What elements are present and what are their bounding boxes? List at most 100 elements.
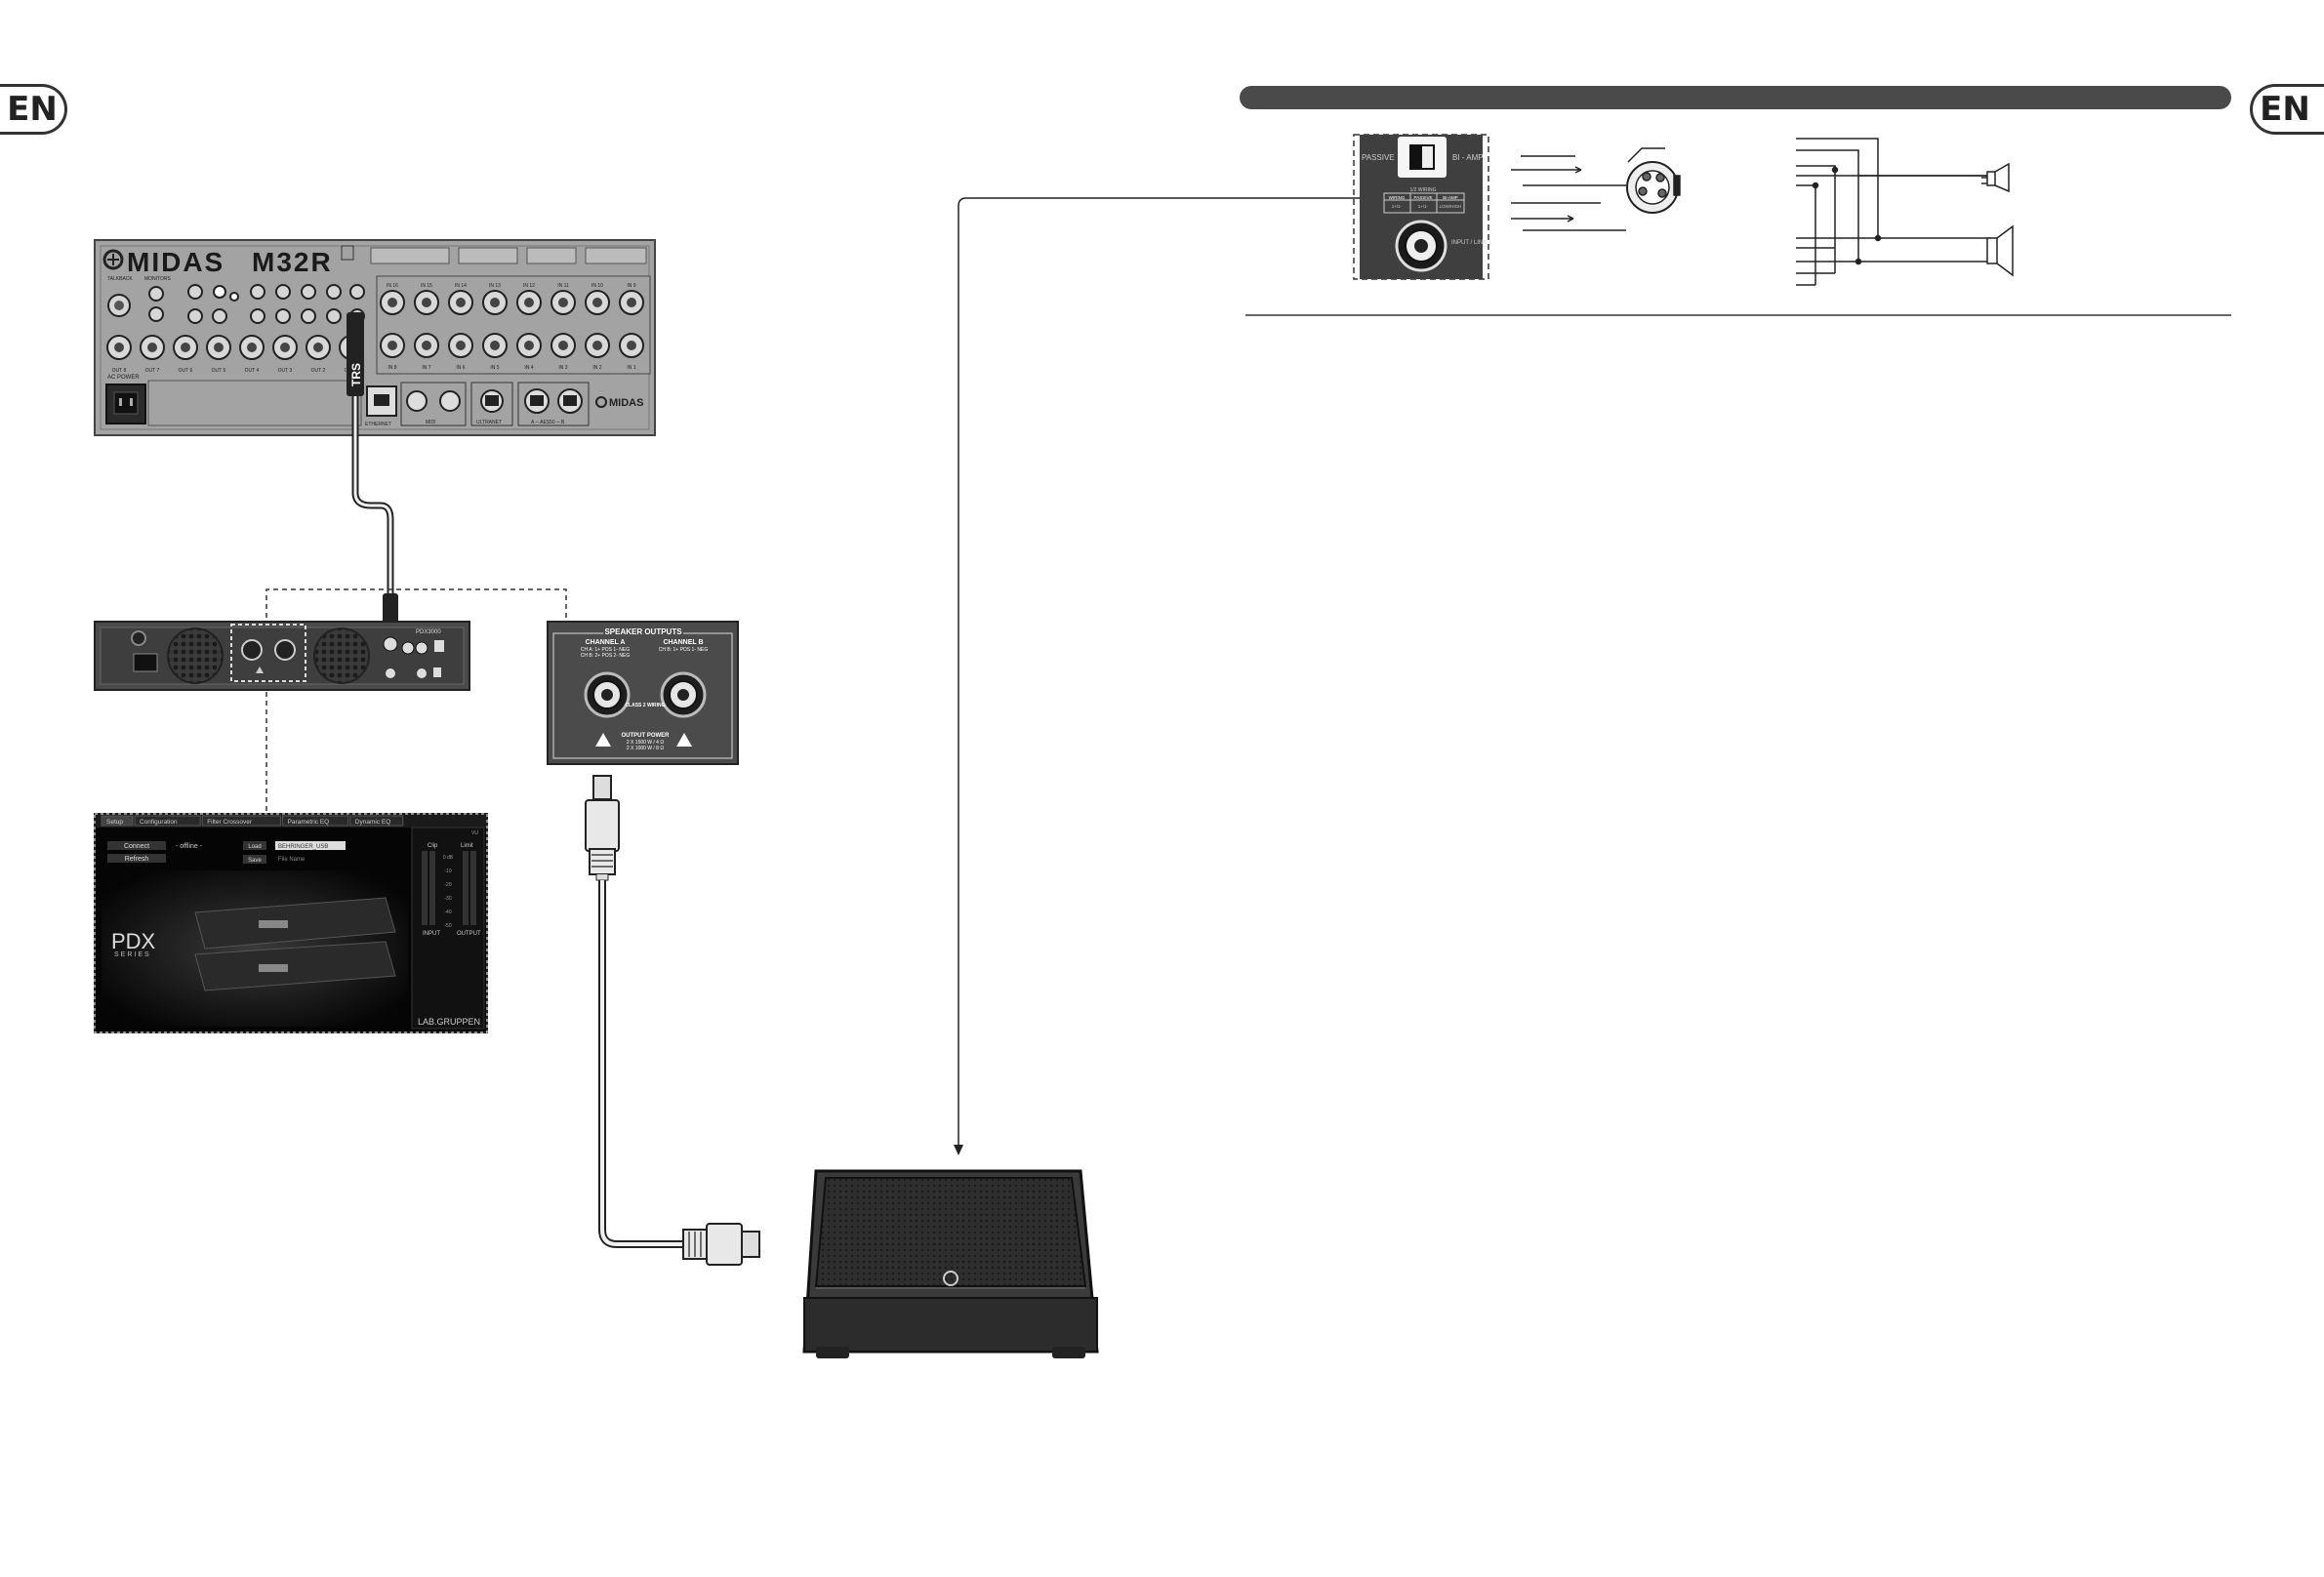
meter-scale-label: -30	[444, 896, 451, 902]
ultranet-port-icon: ULTRANET	[470, 382, 513, 426]
input-label: IN 2	[592, 365, 601, 371]
mixer-model: M32R	[252, 247, 333, 277]
meter-limit-label: Limit	[461, 843, 473, 849]
biamp-header: BI-AMP	[1443, 195, 1458, 200]
wiring-value: 1+/1-	[1392, 204, 1403, 209]
mixer-rear-panel: MIDAS M32R TALKBACK MONITORS	[94, 239, 656, 436]
talkback-label: TALKBACK	[107, 276, 133, 282]
software-tab[interactable]	[282, 815, 349, 827]
file-name-value: BEHRINGER_USB	[278, 844, 328, 850]
xlr-pin-icon	[214, 343, 224, 352]
xlr-pin-icon	[627, 298, 636, 307]
software-tab[interactable]	[201, 815, 282, 827]
passive-biamp-switch-icon[interactable]	[1398, 137, 1447, 178]
biamp-wiring-schematic	[1796, 138, 2014, 286]
xlr-pin-icon	[524, 341, 534, 350]
software-tab[interactable]	[349, 815, 404, 827]
speakon-cable	[585, 775, 760, 1266]
input-link-label: INPUT / LINK	[1451, 240, 1487, 246]
callout-lines	[265, 588, 567, 816]
channel-b-label: CHANNEL B	[663, 639, 703, 646]
trs-cable: TRS	[347, 312, 398, 642]
language-tab-left: EN	[0, 84, 67, 135]
file-name-label: File Name	[278, 857, 306, 863]
software-tab-label: Configuration	[140, 819, 178, 826]
load-button-label: Load	[248, 844, 261, 850]
xlr-pin-icon	[558, 341, 568, 350]
amplifier-rear-panel: PDX3000	[94, 621, 470, 691]
biamp-label: BI - AMP	[1452, 153, 1484, 162]
output-label: OUT 2	[311, 368, 326, 374]
speaker-outputs-title: SPEAKER OUTPUTS	[604, 627, 682, 636]
connect-button-label: Connect	[124, 843, 149, 850]
xlr-pin-icon	[147, 343, 157, 352]
xlr-pin-icon	[490, 298, 500, 307]
xlr-pin-icon	[456, 298, 466, 307]
input-label: IN 16	[387, 283, 398, 289]
pdx-amp-image-icon	[194, 897, 396, 991]
software-tab-label: Dynamic EQ	[355, 819, 390, 826]
stage-monitor-speaker	[802, 1169, 1099, 1358]
pdx-brand: PDX	[111, 929, 156, 953]
output-power-1: 2 X 1500 W / 4 Ω	[627, 740, 664, 746]
software-tab-label: Parametric EQ	[288, 819, 330, 826]
meter-scale-label: 0 dB	[443, 855, 454, 861]
save-button[interactable]	[243, 855, 266, 864]
load-button[interactable]	[243, 841, 266, 850]
xlr-pin-icon	[627, 341, 636, 350]
speakon-output-b-icon	[660, 671, 707, 718]
input-label: IN 3	[558, 365, 567, 371]
output-meter-label: OUTPUT	[457, 931, 481, 937]
input-label: IN 15	[421, 283, 432, 289]
midas-logo-icon	[102, 249, 124, 270]
passive-value: 1+/1-	[1418, 204, 1429, 209]
refresh-button[interactable]	[107, 854, 166, 863]
speakon-input-icon[interactable]	[1395, 220, 1447, 272]
speakon-pinout-diagram	[1511, 147, 1681, 231]
woofer-symbol-icon	[1986, 224, 2014, 277]
output-power-2: 2 X 1000 W / 8 Ω	[627, 746, 664, 751]
output-label: OUT 7	[145, 368, 160, 374]
mixer-small-logo: MIDAS	[609, 397, 643, 409]
connect-button[interactable]	[107, 841, 166, 850]
wiring-label: 1/2 WIRING	[1410, 187, 1437, 193]
software-tab[interactable]	[101, 815, 134, 827]
output-label: OUT 3	[278, 368, 293, 374]
xlr-pin-icon	[422, 341, 431, 350]
file-name-input[interactable]	[275, 841, 346, 850]
output-label: OUT 8	[112, 368, 127, 374]
monitors-label: MONITORS	[144, 276, 172, 282]
input-label: IN 5	[490, 365, 499, 371]
offline-status: - offline -	[176, 843, 203, 850]
xlr-pin-icon	[247, 343, 257, 352]
wiring-header: WIRING	[1389, 195, 1406, 200]
aes50-ports-icon: A ─ AES50 ─ B	[517, 382, 590, 426]
input-meter-label: INPUT	[423, 931, 440, 937]
aes50-label: A ─ AES50 ─ B	[531, 420, 565, 425]
warning-right-icon	[676, 733, 692, 747]
tweeter-symbol-icon	[1981, 162, 2010, 193]
xlr-pin-icon	[422, 298, 431, 307]
xlr-pin-icon	[524, 298, 534, 307]
xlr-pin-icon	[592, 341, 602, 350]
section-header-bar	[1240, 86, 2231, 109]
xlr-pin-icon	[181, 343, 190, 352]
ac-power-socket-icon: AC POWER	[105, 375, 146, 425]
input-label: IN 12	[523, 283, 535, 289]
section-divider	[1245, 314, 2231, 316]
speakon-output-a-icon	[584, 671, 631, 718]
monitor-input-panel: PASSIVE BI - AMP 1/2 WIRING WIRING PASSI…	[1353, 134, 1489, 280]
midi-label: MIDI	[426, 420, 436, 425]
software-tab[interactable]	[134, 815, 201, 827]
meter-scale-label: -50	[444, 923, 451, 929]
xlr-pin-icon	[387, 341, 397, 350]
passive-label: PASSIVE	[1362, 153, 1395, 162]
vendor-logo: LAB.GRUPPEN	[418, 1017, 480, 1027]
meter-scale-label: -10	[444, 869, 451, 874]
input-label: IN 14	[455, 283, 467, 289]
input-label: IN 11	[557, 283, 569, 289]
